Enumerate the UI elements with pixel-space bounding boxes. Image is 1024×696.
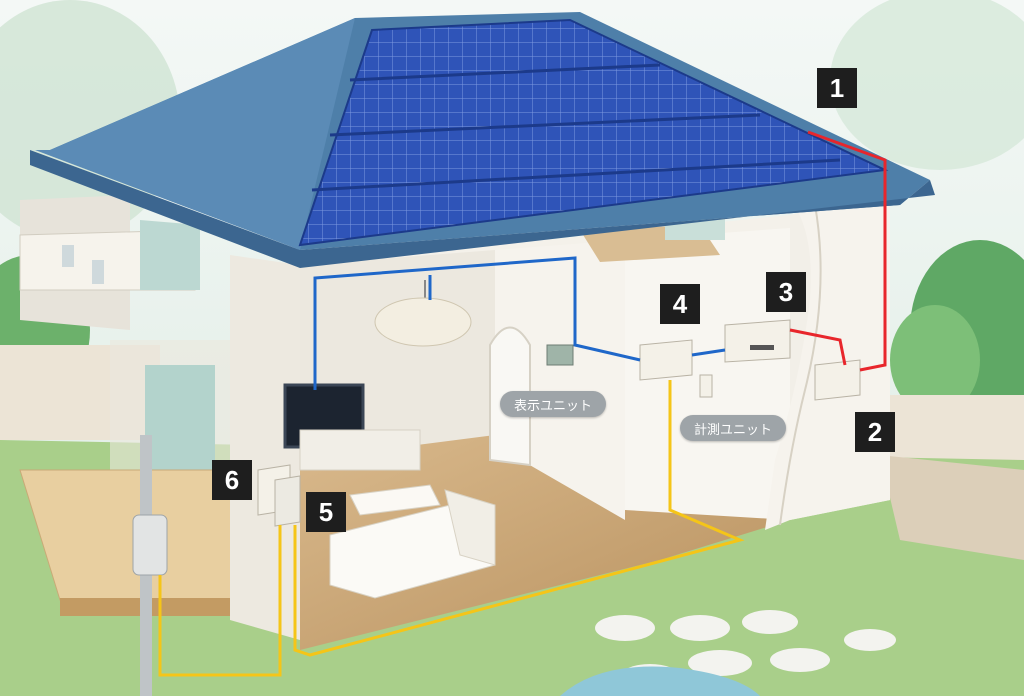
- ceiling-lamp: [374, 297, 472, 347]
- signal-wiring: [313, 256, 726, 390]
- garden-path: [880, 455, 1024, 560]
- stepping-stone: [688, 650, 752, 676]
- lower-glass-pane: [145, 365, 215, 490]
- badge-1: 1: [817, 68, 857, 108]
- dc-wiring: [789, 130, 887, 372]
- stepping-stone: [770, 648, 830, 672]
- roof-eave: [30, 150, 935, 268]
- display-unit-panel: [546, 344, 574, 366]
- electric-meter: [274, 475, 301, 527]
- pond: [560, 666, 760, 696]
- display-unit-label: 表示ユニット: [500, 391, 607, 417]
- stepping-stone: [742, 610, 798, 634]
- measurement-unit-label: 計測ユニット: [680, 415, 787, 441]
- balcony-window: [62, 245, 74, 267]
- coffee-table: [349, 484, 441, 516]
- badge-2: 2: [855, 412, 895, 452]
- ac-wiring: [158, 380, 745, 677]
- tv-stand: [299, 429, 421, 471]
- badge-6: 6: [212, 460, 252, 500]
- tree-foliage: [890, 305, 980, 415]
- house-left-wall: [230, 255, 300, 640]
- pole-transformer: [132, 514, 168, 576]
- sensor-box: [699, 374, 713, 398]
- wall-edge: [779, 204, 822, 526]
- roof-left-face: [35, 18, 355, 250]
- tree-foliage: [830, 0, 1024, 170]
- distribution-board-display: [750, 345, 774, 350]
- distribution-board: [724, 319, 791, 363]
- balcony-window: [92, 260, 104, 284]
- badge-4: 4: [660, 284, 700, 324]
- solar-array-rows: [311, 63, 841, 192]
- badge-3: 3: [766, 272, 806, 312]
- upper-glass: [140, 220, 200, 290]
- stepping-stone: [670, 615, 730, 641]
- stepping-stone: [844, 629, 896, 651]
- sofa-back: [444, 489, 496, 566]
- power-conditioner: [814, 359, 861, 401]
- badge-5: 5: [306, 492, 346, 532]
- deck-edge: [60, 598, 280, 616]
- stepping-stone: [595, 615, 655, 641]
- measurement-box: [639, 339, 693, 381]
